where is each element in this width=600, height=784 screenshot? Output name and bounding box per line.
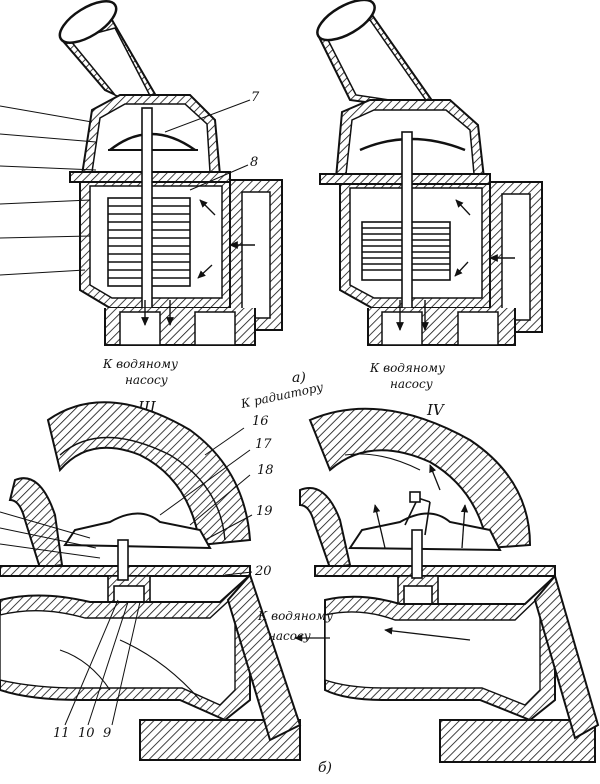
elbow-left-wall-4 [299, 487, 352, 570]
part-number-18: 18 [257, 463, 274, 478]
flange-plate-4 [314, 565, 556, 577]
radiator-label: К радиатору [239, 380, 325, 411]
base-flange [139, 719, 301, 761]
valve-cap [63, 512, 212, 550]
thermostat-view-iii [0, 401, 302, 761]
caption-b: б) [318, 760, 332, 776]
part-number-19: 19 [256, 504, 273, 519]
wax-element-4 [397, 529, 439, 613]
thermostat-view-closed [0, 0, 283, 346]
outlet-label-line2: насосу [125, 373, 168, 387]
elbow-left-wall [8, 477, 64, 570]
outlet-label-2-line2: насосу [390, 377, 433, 391]
part-number-10: 10 [78, 726, 95, 741]
base-flange-4 [439, 719, 596, 763]
thermostat-view-iv [294, 407, 600, 763]
caption-a: а) [292, 370, 306, 386]
valve-stem-2 [401, 131, 413, 309]
part-number-16: 16 [252, 414, 269, 429]
pump-label-line1: К водяному [257, 609, 333, 623]
part-number-9: 9 [103, 726, 111, 741]
outlet-label-line1: К водяному [102, 357, 178, 371]
valve-stem [141, 107, 153, 309]
part-number-11: 11 [53, 726, 70, 741]
view-label-iv: IV [426, 401, 446, 419]
upper-elbow-4 [308, 407, 532, 550]
pipe-flange-2 [316, 0, 376, 42]
valve-linkage [404, 491, 431, 536]
outer-right-wall-4 [533, 573, 600, 740]
pipe-flange [58, 0, 118, 44]
outlet-label-2-line1: К водяному [369, 361, 445, 375]
part-number-17: 17 [255, 437, 272, 452]
outer-right-wall [226, 573, 302, 742]
part-number-20: 20 [254, 564, 272, 579]
pump-label-line2: насосу [268, 629, 311, 643]
thermostat-view-open [316, 0, 543, 346]
part-number-8: 8 [250, 155, 258, 170]
part-number-7: 7 [251, 90, 260, 105]
